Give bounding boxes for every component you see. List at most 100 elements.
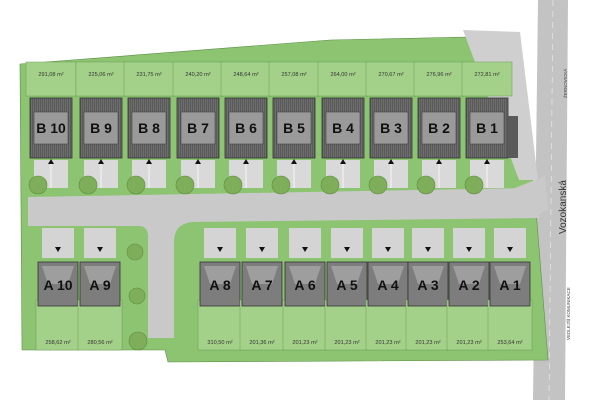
house-label: B 6 xyxy=(235,120,257,136)
house-roof-plane xyxy=(494,266,526,284)
tree xyxy=(320,175,340,195)
house-label: B 9 xyxy=(90,120,112,136)
tree xyxy=(464,175,484,195)
house-label: B 7 xyxy=(187,120,209,136)
house-roof-plane xyxy=(42,266,74,284)
plot-yard xyxy=(317,61,369,97)
tree xyxy=(175,175,195,195)
main-street-label: Vozokanská xyxy=(558,180,569,234)
plot-area-label: 258,62 m² xyxy=(45,340,70,346)
plot-yard xyxy=(413,61,465,97)
entrance-marker xyxy=(466,247,472,252)
house-roof-plane xyxy=(372,266,404,284)
plot-area-label: 201,23 m² xyxy=(415,340,440,346)
plot-yard xyxy=(324,299,370,351)
driveway xyxy=(453,228,485,258)
plot-yard xyxy=(239,299,285,351)
internal-road xyxy=(28,188,540,338)
plot-area-label: 201,23 m² xyxy=(292,340,317,346)
house-roof-plane xyxy=(84,266,116,284)
house-roof-plane xyxy=(331,266,363,284)
plot-yard xyxy=(77,299,123,351)
entrance-marker xyxy=(243,159,249,164)
tree xyxy=(416,175,436,195)
b-row-trees xyxy=(28,175,484,195)
driveway xyxy=(412,228,444,258)
plot-area-label: 201,36 m² xyxy=(249,340,274,346)
tree xyxy=(368,175,388,195)
plot-yard xyxy=(487,299,533,351)
entrance-marker xyxy=(385,247,391,252)
driveway xyxy=(372,228,404,258)
house-label: A 10 xyxy=(43,277,72,293)
house-label: B 4 xyxy=(332,120,354,136)
driveway xyxy=(331,228,363,258)
plot-yard xyxy=(365,61,417,97)
house-roof-plane xyxy=(246,266,278,284)
entrance-marker xyxy=(97,247,103,252)
plot-area-label: 291,08 m² xyxy=(38,72,63,78)
a-left-houses: A 10 258,62 m² A 9 280,56 m² xyxy=(35,228,123,351)
driveway xyxy=(204,228,236,258)
plot-area-label: 270,67 m² xyxy=(378,72,403,78)
plot-yard xyxy=(35,299,81,351)
street-centerline xyxy=(548,0,554,400)
house-roof-ridge xyxy=(276,111,312,145)
house-roof-plane xyxy=(289,266,321,284)
house-label: A 9 xyxy=(89,277,110,293)
entrance-marker xyxy=(55,247,61,252)
plot-area-label: 272,81 m² xyxy=(474,72,499,78)
plot-area-label: 248,64 m² xyxy=(233,72,258,78)
driveway xyxy=(42,228,74,258)
plot-area-label: 225,06 m² xyxy=(88,72,113,78)
plot-area-label: 264,00 m² xyxy=(330,72,355,78)
plot-area-label: 201,23 m² xyxy=(334,340,359,346)
house-roof-ridge xyxy=(33,111,69,145)
house-label: B 1 xyxy=(476,120,498,136)
road-connection xyxy=(515,176,548,218)
side-road-trees xyxy=(126,243,148,351)
plot-yard xyxy=(446,299,492,351)
plot-yard xyxy=(75,61,127,97)
entrance-marker xyxy=(436,159,442,164)
entrance-marker xyxy=(388,159,394,164)
entrance-marker xyxy=(217,247,223,252)
tree xyxy=(126,175,146,195)
entrance-marker xyxy=(344,247,350,252)
minor-street-label-top: ŽERNOVICKÁ xyxy=(561,69,568,98)
house-label: A 3 xyxy=(417,277,438,293)
plot-yard xyxy=(220,61,272,97)
plot-area-label: 280,56 m² xyxy=(87,340,112,346)
house-roof-ridge xyxy=(325,111,361,145)
entrance-marker xyxy=(507,247,513,252)
plot-area-label: 310,50 m² xyxy=(207,340,232,346)
entrance-marker xyxy=(291,159,297,164)
tree xyxy=(128,287,146,305)
plot-yard xyxy=(268,61,320,97)
house-label: A 2 xyxy=(458,277,479,293)
plot-area-label: 253,64 m² xyxy=(497,340,522,346)
plot-area-label: 257,08 m² xyxy=(281,72,306,78)
plot-area-label: 201,23 m² xyxy=(456,340,481,346)
house-label: B 8 xyxy=(138,120,160,136)
house-label: B 3 xyxy=(380,120,402,136)
house-label: A 1 xyxy=(499,277,520,293)
driveway xyxy=(84,228,116,258)
plot-yard xyxy=(172,61,224,97)
house-roof-ridge xyxy=(131,111,167,145)
house-roof-plane xyxy=(204,266,236,284)
plot-area-label: 240,20 m² xyxy=(185,72,210,78)
minor-street-label-bottom: VEDLEJŠÍ KOMUNIKACE xyxy=(565,287,571,340)
driveway xyxy=(246,228,278,258)
tree xyxy=(223,175,243,195)
house-roof-ridge xyxy=(421,111,457,145)
house-label: A 5 xyxy=(336,277,357,293)
entrance-marker xyxy=(146,159,152,164)
entrance-marker xyxy=(259,247,265,252)
driveway xyxy=(289,228,321,258)
house-label: B 5 xyxy=(283,120,305,136)
tree xyxy=(28,175,48,195)
tree xyxy=(126,243,144,261)
